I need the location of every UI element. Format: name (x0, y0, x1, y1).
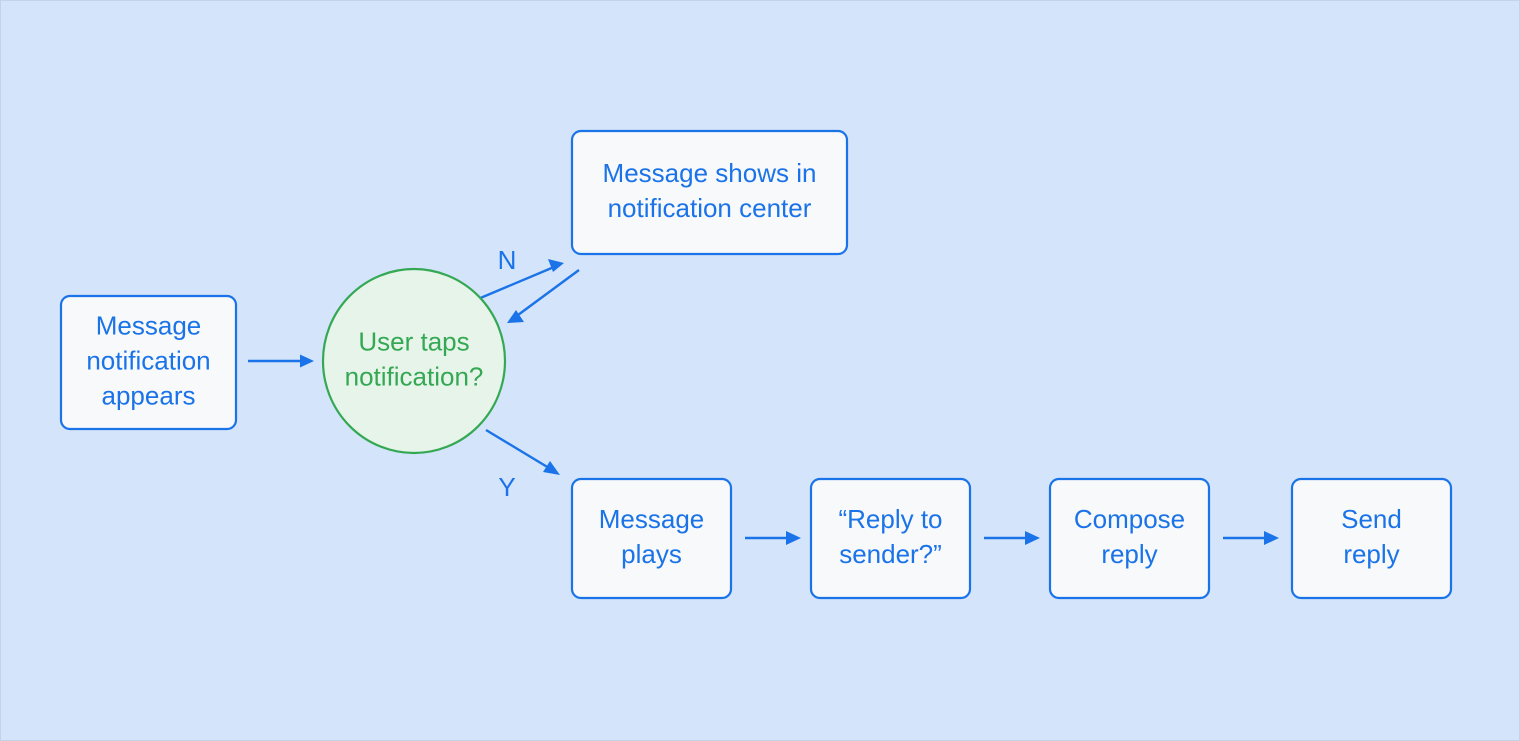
node-message-plays-label-line-1: plays (621, 539, 682, 569)
node-reply-to-sender-shape (809, 477, 972, 600)
node-reply-to-sender[interactable]: “Reply to sender?” (809, 477, 972, 600)
node-message-shows-in-notification-center[interactable]: Message shows in notification center (570, 129, 849, 256)
edge-notification-center-to-decision (507, 269, 580, 323)
edges-layer (248, 259, 1279, 545)
edge-notification-center-to-decision-line (517, 269, 580, 316)
node-compose-reply-label-line-1: reply (1101, 539, 1157, 569)
node-message-shows-in-notification-center-label-line-0: Message shows in (603, 158, 817, 188)
edge-decision-to-notification-center (477, 259, 564, 301)
node-send-reply-shape (1290, 477, 1453, 600)
node-send-reply[interactable]: Send reply (1290, 477, 1453, 600)
edge-decision-to-notification-center-arrowhead-icon (548, 259, 564, 272)
edge-decision-to-message-plays-arrowhead-icon (543, 461, 560, 475)
edge-compose-reply-to-send-reply (1223, 531, 1279, 545)
node-message-notification-appears-label-line-1: notification (86, 345, 210, 375)
node-message-notification-appears[interactable]: Message notification appears (59, 294, 238, 431)
edge-message-plays-to-reply-to-sender-arrowhead-icon (786, 531, 801, 545)
edge-decision-to-message-plays-line (485, 428, 550, 470)
nodes-layer: Message notification appears User taps notif… (59, 129, 1453, 600)
node-message-notification-appears-label-line-0: Message (96, 310, 202, 340)
node-message-plays[interactable]: Message plays (570, 477, 733, 600)
edge-compose-reply-to-send-reply-arrowhead-icon (1264, 531, 1279, 545)
node-reply-to-sender-label-line-1: sender?” (839, 539, 942, 569)
edge-labels-layer: NY (498, 245, 517, 502)
node-message-plays-shape (570, 477, 733, 600)
edge-message-plays-to-reply-to-sender (745, 531, 801, 545)
node-user-taps-notification-label-line-1: notification? (345, 361, 484, 391)
node-compose-reply-label-line-0: Compose (1074, 504, 1185, 534)
edge-reply-to-sender-to-compose-reply-arrowhead-icon (1025, 531, 1040, 545)
edge-decision-to-notification-center-line (477, 265, 555, 301)
node-message-shows-in-notification-center-label-line-1: notification center (608, 193, 812, 223)
node-user-taps-notification-shape (321, 267, 507, 455)
node-message-shows-in-notification-center-shape (570, 129, 849, 256)
edge-label-yes: Y (498, 472, 515, 502)
node-reply-to-sender-label-line-0: “Reply to (838, 504, 942, 534)
node-send-reply-label-line-1: reply (1343, 539, 1399, 569)
node-user-taps-notification-label-line-0: User taps (358, 326, 469, 356)
node-message-plays-label-line-0: Message (599, 504, 705, 534)
node-user-taps-notification[interactable]: User taps notification? (321, 267, 507, 455)
edge-decision-to-message-plays (485, 428, 560, 475)
node-message-notification-appears-label-line-2: appears (102, 380, 196, 410)
edge-appears-to-decision-arrowhead-icon (300, 354, 314, 368)
node-compose-reply[interactable]: Compose reply (1048, 477, 1211, 600)
edge-appears-to-decision (248, 354, 314, 368)
node-send-reply-label-line-0: Send (1341, 504, 1402, 534)
edge-label-no: N (498, 245, 517, 275)
edge-notification-center-to-decision-arrowhead-icon (507, 310, 524, 323)
edge-reply-to-sender-to-compose-reply (984, 531, 1040, 545)
node-message-notification-appears-shape (59, 294, 238, 431)
node-compose-reply-shape (1048, 477, 1211, 600)
